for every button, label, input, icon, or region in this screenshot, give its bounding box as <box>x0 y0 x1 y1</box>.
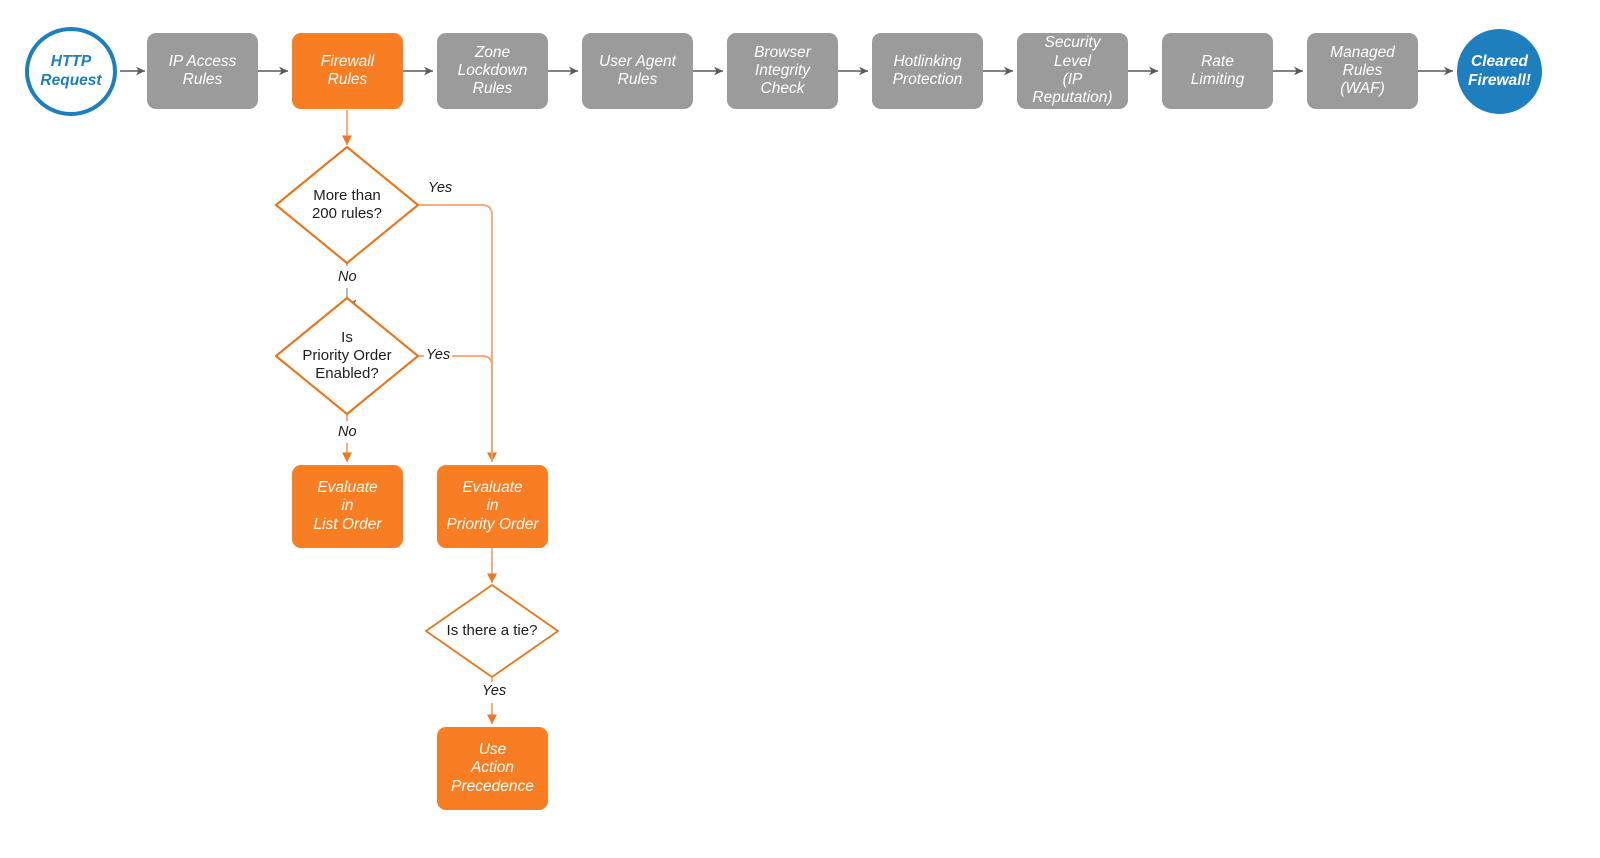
node-browser-integrity-check[interactable]: Browser Integrity Check <box>727 33 838 109</box>
edge-label-priority-no: No <box>336 424 359 440</box>
node-decision-more-than-200-rules[interactable]: More than 200 rules? <box>276 147 418 263</box>
node-use-action-precedence[interactable]: Use Action Precedence <box>437 727 548 810</box>
edge-priority-yes <box>418 355 493 462</box>
decision-label-is-priority-order-enabled: Is Priority Order Enabled? <box>302 329 392 382</box>
decision-label-more-than-200-rules: More than 200 rules? <box>311 187 383 222</box>
edge-rulecount-yes <box>418 204 497 462</box>
decision-label-is-there-a-tie: Is there a tie? <box>446 622 538 639</box>
node-decision-is-there-a-tie[interactable]: Is there a tie? <box>426 585 558 677</box>
node-evaluate-in-list-order[interactable]: Evaluate in List Order <box>292 465 403 548</box>
node-rate-limiting[interactable]: Rate Limiting <box>1162 33 1273 109</box>
node-decision-is-priority-order-enabled[interactable]: Is Priority Order Enabled? <box>276 298 418 414</box>
edge-label-priority-yes: Yes <box>424 347 453 363</box>
node-security-level[interactable]: Security Level (IP Reputation) <box>1017 33 1128 109</box>
node-user-agent-rules[interactable]: User Agent Rules <box>582 33 693 109</box>
node-cleared-firewall[interactable]: Cleared Firewall! <box>1457 29 1542 114</box>
edge-label-rulecount-yes: Yes <box>426 180 455 196</box>
edge-label-tie-yes: Yes <box>480 683 509 699</box>
node-evaluate-in-priority-order[interactable]: Evaluate in Priority Order <box>437 465 548 548</box>
edge-label-rulecount-no: No <box>336 269 359 285</box>
node-hotlinking-protection[interactable]: Hotlinking Protection <box>872 33 983 109</box>
node-firewall-rules[interactable]: Firewall Rules <box>292 33 403 109</box>
node-managed-rules-waf[interactable]: Managed Rules (WAF) <box>1307 33 1418 109</box>
node-zone-lockdown-rules[interactable]: Zone Lockdown Rules <box>437 33 548 109</box>
node-http-request[interactable]: HTTP Request <box>25 27 117 116</box>
node-ip-access-rules[interactable]: IP Access Rules <box>147 33 258 109</box>
